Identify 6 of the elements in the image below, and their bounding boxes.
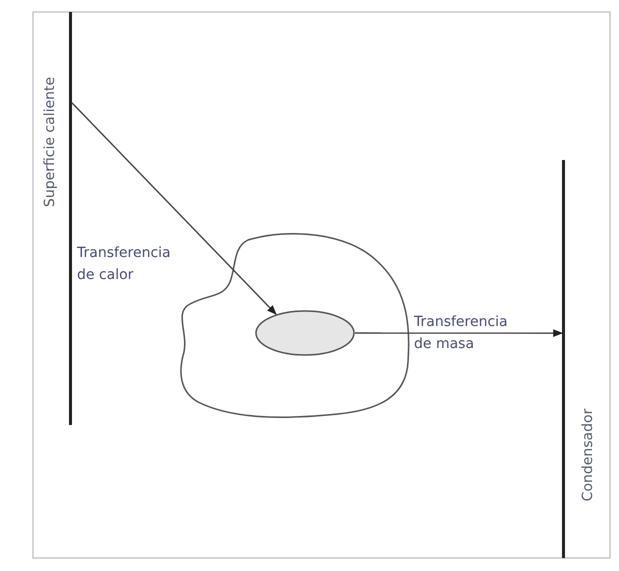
wall-label: Condensador <box>580 408 596 502</box>
edge-label: Transferencia de calor <box>77 244 172 285</box>
arrow <box>355 329 563 338</box>
wall-label: Superficie caliente <box>42 76 58 208</box>
arrow <box>72 102 277 315</box>
edge-label: Transferencia de masa <box>414 313 509 354</box>
